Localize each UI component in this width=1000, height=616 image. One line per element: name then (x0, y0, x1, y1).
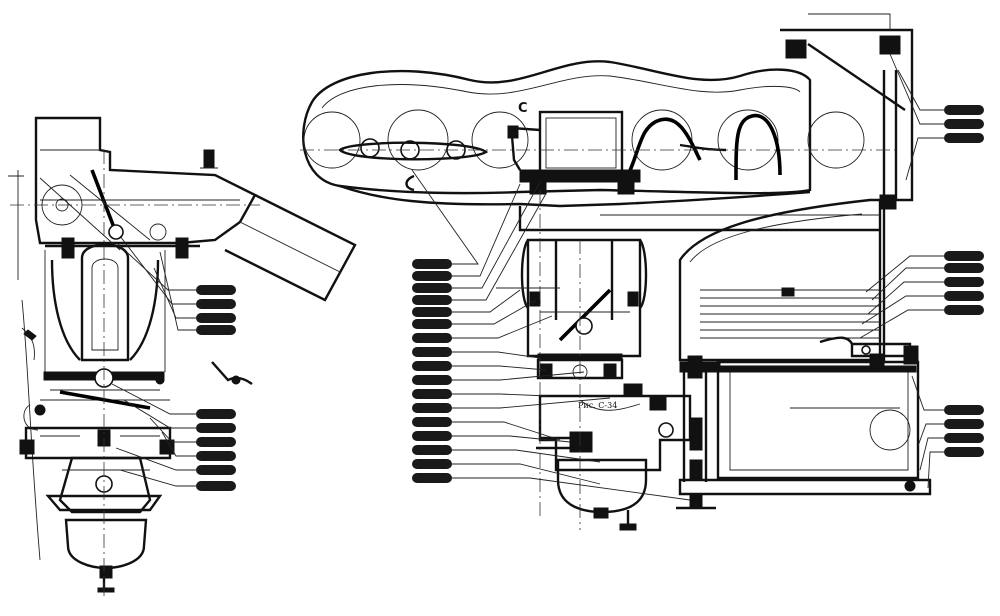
part-tag (412, 361, 452, 371)
part-tag (944, 291, 984, 301)
part-tag (412, 319, 452, 329)
part-tag (412, 375, 452, 385)
part-tag (944, 305, 984, 315)
part-tag (944, 405, 984, 415)
part-tag (196, 437, 236, 447)
part-tag (944, 419, 984, 429)
part-tag (412, 459, 452, 469)
part-tag (196, 313, 236, 323)
part-tag (944, 447, 984, 457)
part-tag (944, 119, 984, 129)
part-number-tags (196, 105, 984, 491)
part-tag (196, 409, 236, 419)
part-tag (944, 263, 984, 273)
section-letter-c: C (518, 101, 528, 116)
part-tag (196, 465, 236, 475)
part-tag (944, 433, 984, 443)
figure-caption: Рис. С-34 (578, 401, 617, 410)
part-tag (412, 417, 452, 427)
right-front-view: Рис. С-34 (300, 13, 932, 531)
part-tag (196, 423, 236, 433)
part-tag (412, 431, 452, 441)
part-tag (196, 325, 236, 335)
part-tag (944, 133, 984, 143)
part-tag (944, 277, 984, 287)
part-tag (944, 251, 984, 261)
part-tag (412, 473, 452, 483)
part-tag (412, 283, 452, 293)
part-tag (412, 295, 452, 305)
part-tag (412, 271, 452, 281)
part-tag (412, 307, 452, 317)
part-tag (412, 347, 452, 357)
part-tag (196, 451, 236, 461)
part-tag (412, 445, 452, 455)
part-tag (196, 285, 236, 295)
part-tag (412, 333, 452, 343)
part-tag (412, 389, 452, 399)
left-side-view (8, 116, 357, 600)
part-tag (196, 481, 236, 491)
part-tag (944, 105, 984, 115)
leader-lines (111, 53, 944, 501)
part-tag (412, 259, 452, 269)
part-tag (196, 299, 236, 309)
part-tag (412, 403, 452, 413)
